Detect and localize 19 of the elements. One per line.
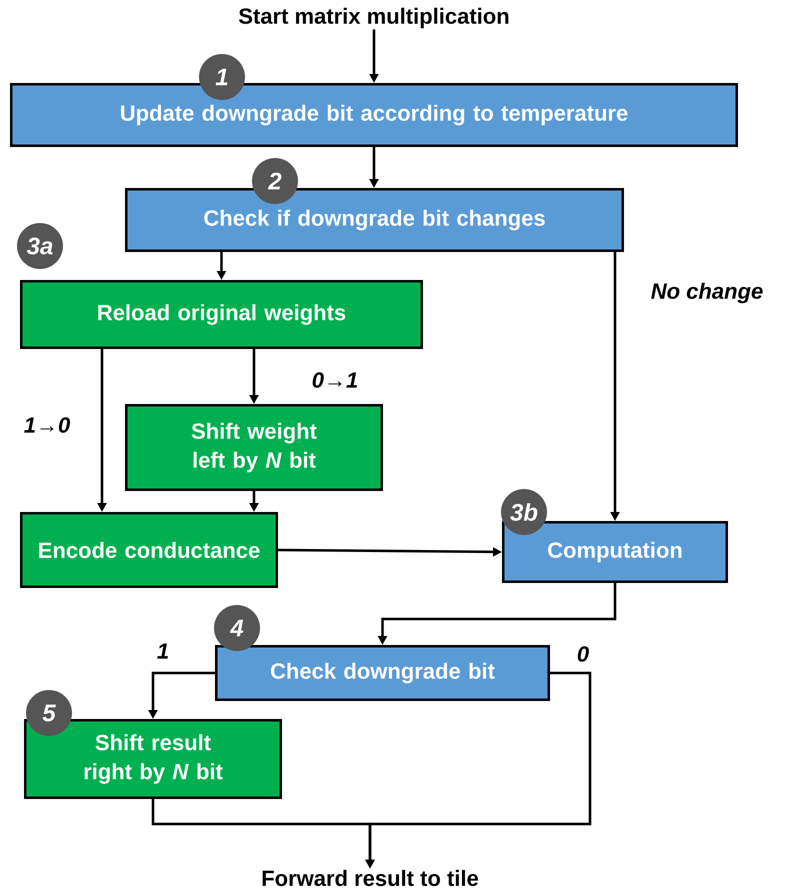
edge-label: 0→1 — [310, 371, 360, 389]
process-box: Shift weight left by N bit — [125, 404, 383, 491]
terminal-text: Start matrix multiplication — [238, 8, 508, 28]
edge-label: No change — [650, 282, 764, 304]
terminal-text: Forward result to tile — [262, 870, 478, 886]
process-box: Reload original weights — [20, 280, 423, 349]
edge-label: 1→0 — [22, 416, 72, 434]
edge-label: 1 — [156, 642, 170, 660]
step-badge: 4 — [214, 605, 260, 651]
process-box: Computation — [502, 521, 728, 583]
step-badge: 2 — [252, 158, 298, 204]
step-badge: 1 — [199, 54, 245, 100]
process-box: Encode conductance — [20, 512, 278, 588]
step-badge: 3a — [17, 223, 63, 269]
edge-label: 0 — [576, 645, 590, 663]
step-badge: 3b — [501, 489, 547, 535]
process-box: Check downgrade bit — [215, 645, 550, 701]
process-box: Check if downgrade bit changes — [125, 188, 624, 252]
step-badge: 5 — [26, 690, 72, 736]
